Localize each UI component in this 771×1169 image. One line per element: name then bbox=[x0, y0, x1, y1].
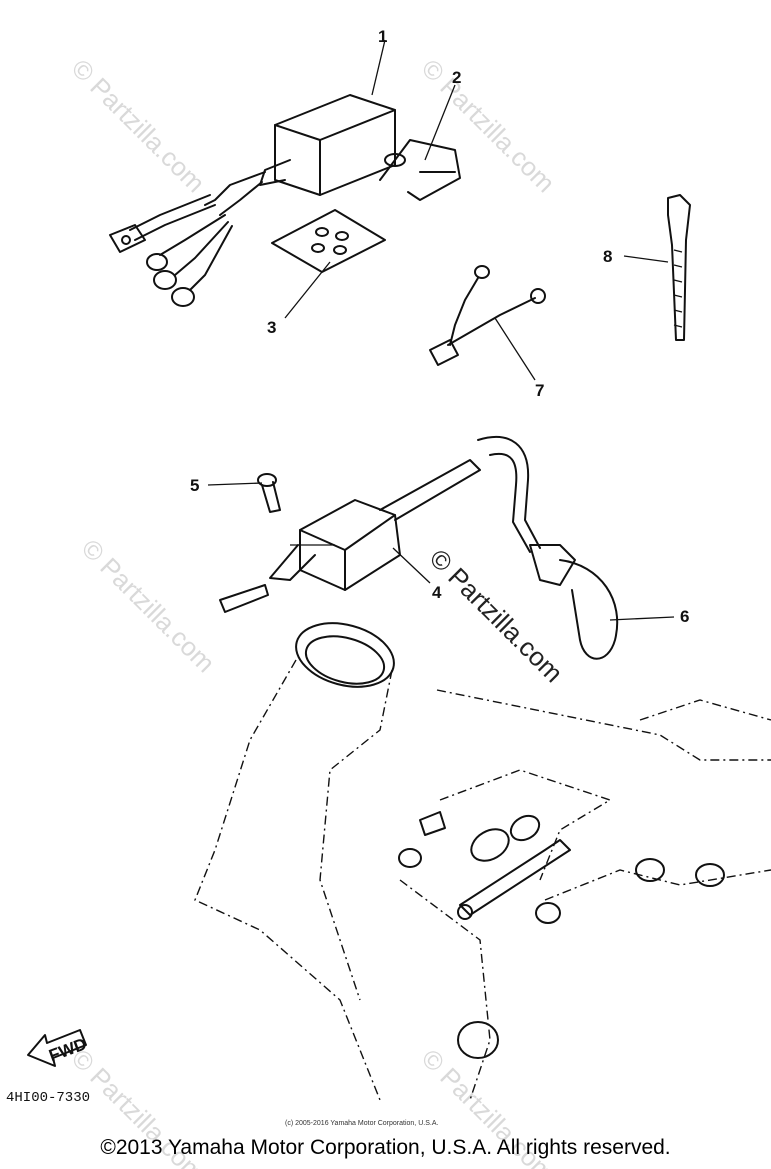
watermark-mid-left: © Partzilla.com bbox=[76, 533, 221, 678]
callout-6: 6 bbox=[680, 607, 689, 626]
callout-8: 8 bbox=[603, 247, 612, 266]
part-6-plug-cap bbox=[477, 435, 619, 660]
watermark-top-right: © Partzilla.com bbox=[416, 53, 561, 198]
diagram-code: 4HI00-7330 bbox=[6, 1090, 90, 1106]
part-3-damper bbox=[271, 209, 386, 273]
part-8-cable-tie bbox=[667, 194, 691, 341]
callout-2: 2 bbox=[452, 68, 461, 87]
part-5-bolt bbox=[257, 473, 281, 513]
part-1-cdi-unit bbox=[109, 94, 396, 307]
callout-5: 5 bbox=[190, 476, 199, 495]
frame-outline bbox=[194, 622, 771, 1101]
callout-4: 4 bbox=[432, 583, 442, 602]
small-copyright: (c) 2005-2016 Yamaha Motor Corporation, … bbox=[285, 1120, 438, 1127]
callouts: 1 2 3 4 5 6 7 8 bbox=[190, 27, 689, 626]
part-7-lead-wire bbox=[429, 265, 546, 366]
callout-3: 3 bbox=[267, 318, 276, 337]
copyright-notice: ©2013 Yamaha Motor Corporation, U.S.A. A… bbox=[100, 1136, 671, 1159]
callout-1: 1 bbox=[378, 27, 387, 46]
watermark-center: © Partzilla.com bbox=[424, 543, 569, 688]
part-2-bracket bbox=[379, 139, 461, 201]
watermark-top-left: © Partzilla.com bbox=[66, 53, 211, 198]
leader-lines bbox=[207, 39, 675, 621]
callout-7: 7 bbox=[535, 381, 544, 400]
